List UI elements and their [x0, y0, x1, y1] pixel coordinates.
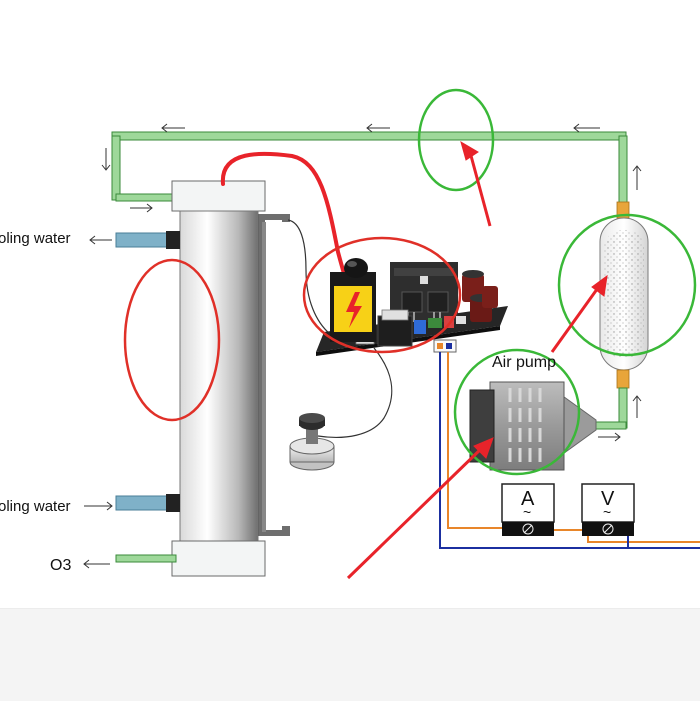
top-air-pipe [111, 131, 628, 211]
o3-outlet-pipe [115, 554, 177, 563]
voltmeter-ac-symbol: ~ [603, 504, 612, 520]
footer-band [0, 608, 700, 701]
label-cooling-water-bottom: oling water [0, 498, 71, 515]
ozone-discharge-tube [171, 180, 290, 577]
label-o3-outlet: O3 [50, 557, 72, 574]
flow-arrows [101, 123, 642, 442]
potentiometer-wire [317, 347, 393, 439]
ammeter-symbol: A [521, 488, 535, 510]
pointer-arrows [346, 140, 608, 580]
voltmeter [581, 483, 635, 536]
cooling-water-top-fitting [115, 231, 180, 249]
high-voltage-transformer [330, 258, 376, 342]
highlight-annotations [123, 88, 697, 476]
highlight-pump [453, 348, 581, 476]
ammeter [501, 483, 555, 536]
label-cooling-water-top: oling water [0, 230, 71, 247]
air-dryer-tank [595, 201, 649, 430]
highlight-tube [123, 258, 221, 422]
highlight-pipe [417, 88, 495, 192]
highlight-transformer [302, 236, 462, 354]
cooling-water-bottom-fitting [115, 494, 180, 512]
label-arrows [83, 235, 113, 569]
ammeter-ac-symbol: ~ [523, 504, 532, 520]
inductor [377, 315, 413, 347]
voltmeter-symbol: V [601, 488, 615, 510]
label-air-pump: Air pump [492, 354, 557, 371]
potentiometer-knob [289, 413, 335, 471]
capacitors [462, 270, 498, 322]
ground-wire [287, 219, 331, 335]
highlight-dryer [557, 213, 697, 357]
